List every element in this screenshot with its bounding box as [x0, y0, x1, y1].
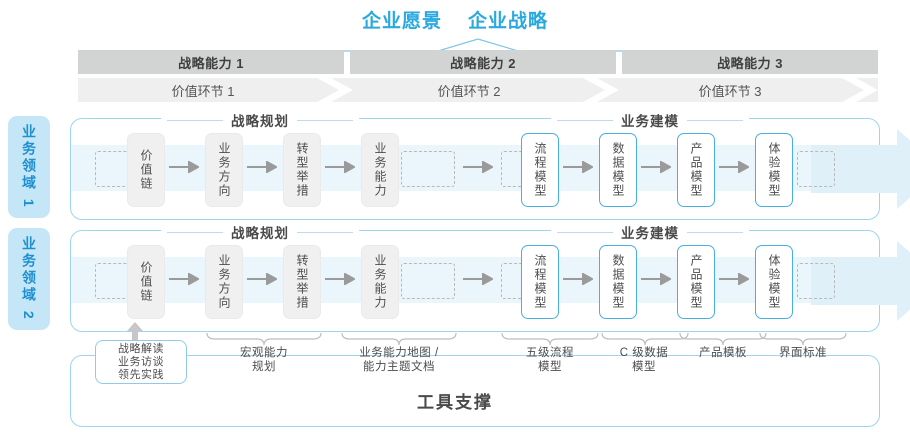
flow-arrow-icon [169, 273, 199, 285]
business-domain-row-2: 战略规划 业务建模 价值链 业务方向 转型举措 业务能力 流程模型 数据模型 产… [70, 222, 910, 332]
section-rule-left [167, 231, 223, 233]
flow-arrow-icon [563, 161, 593, 173]
node-business-capability[interactable]: 业务能力 [361, 245, 399, 319]
section-rule-right [297, 119, 353, 121]
annotation-line-3: 领先实践 [118, 368, 164, 381]
node-experience-model[interactable]: 体验模型 [755, 245, 793, 319]
annotation-label-line-1: 产品模板 [699, 347, 747, 359]
annotation-capability-map: 业务能力地图 / 能力主题文档 [341, 346, 457, 374]
flow-arrow-large [811, 129, 910, 209]
annotation-label-line-1: C 级数据 [619, 347, 669, 359]
node-transformation-measures[interactable]: 转型举措 [283, 133, 321, 207]
node-data-model[interactable]: 数据模型 [599, 133, 637, 207]
node-experience-model[interactable]: 体验模型 [755, 133, 793, 207]
brace-icon [601, 332, 689, 346]
title-enterprise-vision: 企业愿景 [361, 11, 442, 32]
section-title-text: 战略规划 [231, 114, 289, 129]
node-value-chain[interactable]: 价值链 [127, 245, 165, 319]
section-title-text: 业务建模 [621, 114, 679, 129]
section-rule-right [687, 119, 743, 121]
placeholder-box-middle [401, 151, 455, 187]
section-rule-right [297, 231, 353, 233]
brace-icon [341, 332, 457, 346]
node-business-direction[interactable]: 业务方向 [205, 133, 243, 207]
upward-arrow-icon [127, 322, 143, 342]
diagram-title-group: 企业愿景 企业战略 [0, 6, 910, 33]
section-rule-left [167, 119, 223, 121]
annotation-label-line-2: 规划 [252, 361, 276, 373]
annotation-box-strategy-inputs: 战略解读 业务访谈 领先实践 [95, 340, 187, 384]
flow-arrow-icon [247, 273, 277, 285]
brace-icon [679, 332, 767, 346]
flow-arrow-icon [169, 161, 199, 173]
flow-arrow-icon [325, 273, 355, 285]
annotation-ui-standard: 界面标准 [756, 346, 850, 360]
placeholder-box-middle [401, 263, 455, 299]
tool-support-container [70, 355, 880, 427]
flow-arrow-icon [641, 273, 671, 285]
value-chain-bar: 价值环节 1 价值环节 2 价值环节 3 [78, 78, 878, 102]
value-chain-segment-2: 价值环节 2 [437, 83, 501, 99]
section-label-business-modeling: 业务建模 [551, 222, 749, 242]
annotation-label-line-1: 业务能力地图 / [359, 347, 439, 359]
section-title-text: 战略规划 [231, 226, 289, 241]
value-chain-segment-1: 价值环节 1 [171, 83, 235, 99]
annotation-label-line-1: 界面标准 [779, 347, 827, 359]
flow-arrow-icon [463, 161, 493, 173]
value-chain-segment-3: 价值环节 3 [698, 83, 762, 99]
brace-icon [206, 332, 322, 346]
section-title-text: 业务建模 [621, 226, 679, 241]
brace-icon [759, 332, 847, 346]
flow-arrow-icon [641, 161, 671, 173]
placeholder-box-end [797, 263, 835, 299]
flow-arrow-icon [719, 273, 749, 285]
node-business-direction[interactable]: 业务方向 [205, 245, 243, 319]
footer-title: 工具支撑 [417, 393, 493, 412]
node-transformation-measures[interactable]: 转型举措 [283, 245, 321, 319]
flow-arrow-icon [463, 273, 493, 285]
placeholder-box-end [797, 151, 835, 187]
node-process-model[interactable]: 流程模型 [521, 245, 559, 319]
flow-arrow-icon [719, 161, 749, 173]
annotation-line-1: 战略解读 [118, 342, 164, 355]
section-label-business-modeling: 业务建模 [551, 110, 749, 130]
annotation-label-line-1: 宏观能力 [240, 347, 288, 359]
flow-arrow-icon [563, 273, 593, 285]
business-domain-row-1: 战略规划 业务建模 价值链 业务方向 转型举措 业务能力 流程模型 数据模型 产… [70, 110, 910, 220]
domain-label-1: 业务领域 1 [8, 116, 50, 218]
node-product-model[interactable]: 产品模型 [677, 245, 715, 319]
annotation-five-level-process: 五级流程 模型 [500, 346, 600, 374]
node-value-chain[interactable]: 价值链 [127, 133, 165, 207]
brace-icon [501, 332, 599, 346]
section-rule-left [557, 231, 613, 233]
annotation-line-2: 业务访谈 [118, 355, 164, 368]
annotation-c-level-data: C 级数据 模型 [597, 346, 691, 374]
annotation-label-line-2: 模型 [538, 361, 562, 373]
section-label-strategy-planning: 战略规划 [161, 110, 359, 130]
flow-arrow-large [811, 241, 910, 321]
domain-label-2: 业务领域 2 [8, 228, 50, 330]
strategic-capability-bars: 战略能力 1 战略能力 2 战略能力 3 [78, 50, 878, 74]
capability-bar-1: 战略能力 1 [78, 50, 344, 74]
annotation-product-template: 产品模板 [676, 346, 770, 360]
annotation-label-line-2: 能力主题文档 [363, 361, 435, 373]
flow-arrow-icon [325, 161, 355, 173]
annotation-macro-capability: 宏观能力 规划 [214, 346, 314, 374]
flow-arrow-icon [247, 161, 277, 173]
section-rule-right [687, 231, 743, 233]
title-enterprise-strategy: 企业战略 [468, 11, 549, 32]
annotation-label-line-1: 五级流程 [526, 347, 574, 359]
node-product-model[interactable]: 产品模型 [677, 133, 715, 207]
node-business-capability[interactable]: 业务能力 [361, 133, 399, 207]
section-rule-left [557, 119, 613, 121]
node-data-model[interactable]: 数据模型 [599, 245, 637, 319]
node-process-model[interactable]: 流程模型 [521, 133, 559, 207]
capability-bar-3: 战略能力 3 [622, 50, 878, 74]
section-label-strategy-planning: 战略规划 [161, 222, 359, 242]
annotation-label-line-2: 模型 [632, 361, 656, 373]
capability-bar-2: 战略能力 2 [350, 50, 616, 74]
